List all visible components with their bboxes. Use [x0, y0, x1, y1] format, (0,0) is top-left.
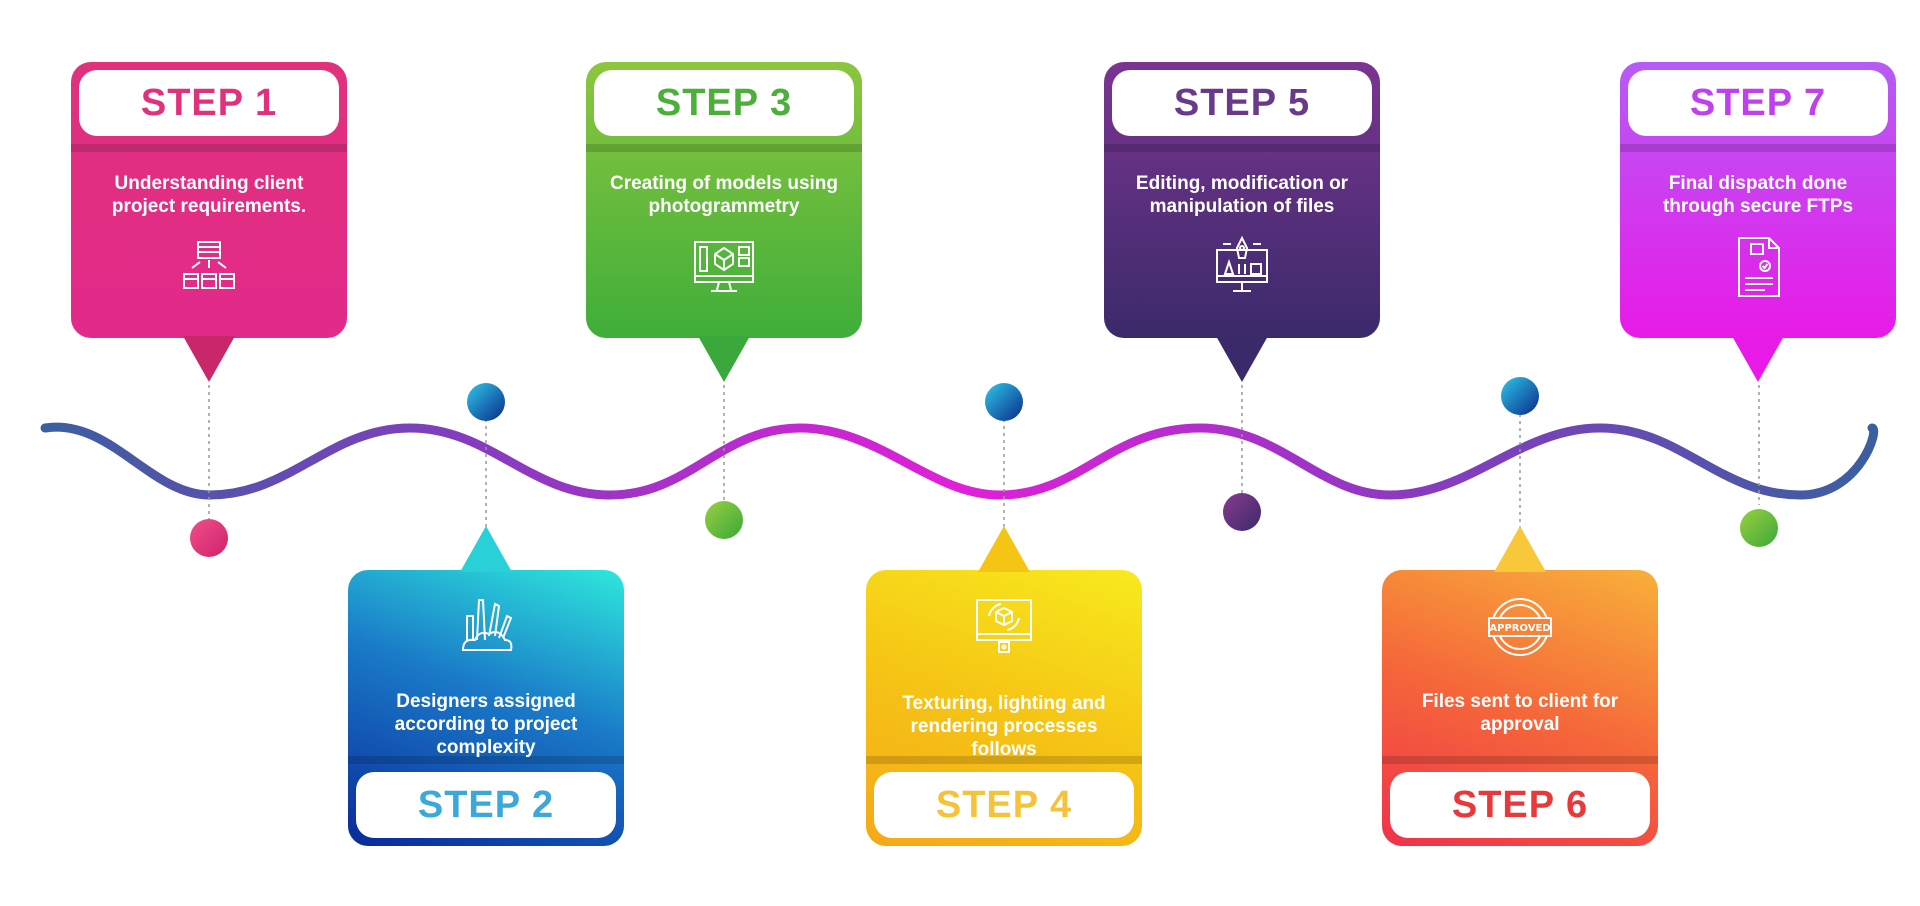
step-1-card: STEP 1 Understanding client project requ…	[71, 62, 347, 382]
timeline-dot-4	[985, 383, 1023, 421]
svg-text:APPROVED: APPROVED	[1489, 623, 1550, 634]
step-3-label-pill: STEP 3	[594, 70, 854, 136]
render-monitor-icon	[976, 599, 1032, 653]
hierarchy-chart-icon	[183, 241, 235, 289]
timeline-dot-5	[1223, 493, 1261, 531]
step-5-description: Editing, modification or manipulation of…	[1135, 173, 1349, 217]
step-3-pointer	[698, 336, 750, 382]
step-3-description: Creating of models using photogrammetry	[609, 173, 839, 217]
step-2-card: STEP 2 Designers assigned according to p…	[348, 526, 624, 846]
step-2-description: Designers assigned according to project …	[394, 691, 578, 758]
step-5-label-pill: STEP 5	[1112, 70, 1372, 136]
timeline-dot-2	[467, 383, 505, 421]
timeline-dot-6	[1501, 377, 1539, 415]
step-7-label-pill: STEP 7	[1628, 70, 1888, 136]
step-1-label: STEP 1	[140, 81, 278, 124]
step-4-card: STEP 4 Texturing, lighting and rendering…	[866, 526, 1142, 846]
timeline-dot-3	[705, 501, 743, 539]
3d-model-monitor-icon	[694, 241, 754, 292]
step-1-description: Understanding client project requirement…	[111, 173, 307, 217]
document-icon	[1738, 237, 1780, 297]
approved-stamp-icon: APPROVED	[1488, 598, 1552, 656]
step-1-pointer	[183, 336, 235, 382]
edit-monitor-icon	[1216, 235, 1268, 292]
step-7-pointer	[1732, 336, 1784, 382]
timeline-dot-7	[1740, 509, 1778, 547]
step-1-label-pill: STEP 1	[79, 70, 339, 136]
step-6-label: STEP 6	[1451, 783, 1589, 826]
step-3-label: STEP 3	[655, 81, 793, 124]
step-5-card: STEP 5 Editing, modification or manipula…	[1104, 62, 1380, 382]
step-7-label: STEP 7	[1689, 81, 1827, 124]
step-4-label: STEP 4	[935, 783, 1073, 826]
step-6-pointer	[1494, 526, 1546, 572]
step-4-pointer	[978, 526, 1030, 572]
step-2-label: STEP 2	[417, 783, 555, 826]
step-5-label: STEP 5	[1173, 81, 1311, 124]
step-3-card: STEP 3 Creating of models using photogra…	[586, 62, 862, 382]
step-2-label-pill: STEP 2	[356, 772, 616, 838]
step-7-card: STEP 7 Final dispatch done through secur…	[1620, 62, 1896, 382]
design-tools-icon	[461, 599, 513, 651]
step-6-card: STEP 6 Files sent to client for approval…	[1382, 526, 1658, 846]
step-6-description: Files sent to client for approval	[1421, 691, 1619, 735]
step-2-pointer	[460, 526, 512, 572]
timeline-dot-1	[190, 519, 228, 557]
step-6-label-pill: STEP 6	[1390, 772, 1650, 838]
step-7-description: Final dispatch done through secure FTPs	[1662, 173, 1854, 217]
wave-line	[40, 422, 1879, 500]
step-5-pointer	[1216, 336, 1268, 382]
step-4-label-pill: STEP 4	[874, 772, 1134, 838]
step-4-description: Texturing, lighting and rendering proces…	[902, 693, 1106, 760]
